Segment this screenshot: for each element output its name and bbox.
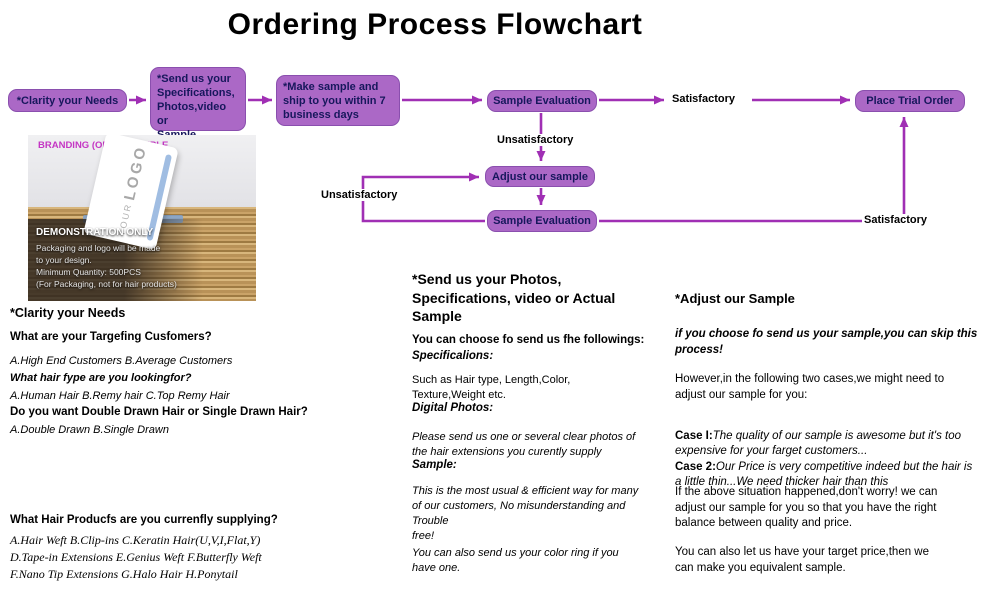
flow-node-make-sample: *Make sample and ship to you within 7 bu… <box>276 75 400 126</box>
target-price-text: You can also let us have your target pri… <box>675 546 930 574</box>
digital-photos-text: Please send us one or several clear phot… <box>412 431 636 458</box>
clarity-question-2: What hair fype are you lookingfor? <box>10 372 192 384</box>
flow-node-clarity-your-needs: *Clarity your Needs <box>8 89 127 112</box>
clarity-answer-3: A.Double Drawn B.Single Drawn <box>10 424 169 436</box>
flow-label-unsatisfactory-left: Unsatisfactory <box>319 189 400 201</box>
case-1-text: The quality of our sample is awesome but… <box>675 429 962 458</box>
case-2-label: Case 2: <box>675 460 716 473</box>
case-2-text: Our Price is very competitive indeed but… <box>675 460 973 489</box>
flow-label-satisfactory-bottom: Satisfactory <box>862 214 929 226</box>
supplying-line-1: A.Hair Weft B.Clip-ins C.Keratin Hair(U,… <box>10 533 261 547</box>
send-section-heading: *Send us your Photos, Specifications, vi… <box>412 271 616 324</box>
supplying-line-2: D.Tape-in Extensions E.Genius Weft F.But… <box>10 550 262 564</box>
solution-text: If the above situation happened,don't wo… <box>675 486 938 529</box>
logo-text-logo: LOGO <box>120 143 150 203</box>
flow-node-sample-evaluation-1: Sample Evaluation <box>487 90 597 112</box>
arrow-eval2-to-place <box>599 117 909 223</box>
clarity-answer-1: A.High End Customers B.Average Customers <box>10 355 233 367</box>
flow-node-adjust-our-sample: Adjust our sample <box>485 166 595 187</box>
page-title: Ordering Process Flowchart <box>227 8 643 41</box>
specifications-text: Such as Hair type, Length,Color, Texture… <box>412 374 571 401</box>
flow-node-send-specifications: *Send us your Specifications, Photos,vid… <box>150 67 246 141</box>
demonstration-only-label: DEMONSTRATION ONLY <box>36 227 154 238</box>
flow-label-satisfactory-top: Satisfactory <box>670 93 737 105</box>
branding-example-photo: BRANDING (OEM) EXAMPLE YOUR LOGO DEMONST… <box>28 135 256 301</box>
case-1-label: Case I: <box>675 429 713 442</box>
send-intro: You can choose fo send us fhe followings… <box>412 334 645 346</box>
case-2: Case 2:Our Price is very competitive ind… <box>675 444 1000 491</box>
logo-text: YOUR LOGO <box>112 144 150 239</box>
clarity-question-3: Do you want Double Drawn Hair or Single … <box>10 406 308 418</box>
digital-photos-label: Digital Photos: <box>412 402 494 414</box>
however-text: However,in the following two cases,we mi… <box>675 373 945 401</box>
supplying-heading: What Hair Producfs are you currenfly sup… <box>10 514 278 526</box>
sample-text: This is the most usual & efficient way f… <box>412 485 639 542</box>
clarity-section-heading: *Clarity your Needs <box>10 306 126 320</box>
flow-node-sample-evaluation-2: Sample Evaluation <box>487 210 597 232</box>
case-1: Case I:The quality of our sample is awes… <box>675 413 1000 460</box>
flow-node-place-trial-order: Place Trial Order <box>855 90 965 112</box>
adjust-section-heading: *Adjust our Sample <box>675 291 795 306</box>
color-ring-text: You can also send us your color ring if … <box>412 547 619 574</box>
supplying-line-3: F.Nano Tip Extensions G.Halo Hair H.Pony… <box>10 567 238 581</box>
clarity-question-1: What are your Targefing Cusfomers? <box>10 331 212 343</box>
flow-label-unsatisfactory-top: Unsatisfactory <box>495 134 576 146</box>
specifications-label: Specificalions: <box>412 350 494 362</box>
skip-process-note: if you choose fo send us your sample,you… <box>675 328 978 356</box>
sample-label: Sample: <box>412 459 457 471</box>
packaging-note-lines: Packaging and logo will be made to your … <box>36 243 177 289</box>
clarity-answer-2: A.Human Hair B.Remy hair C.Top Remy Hair <box>10 390 230 402</box>
